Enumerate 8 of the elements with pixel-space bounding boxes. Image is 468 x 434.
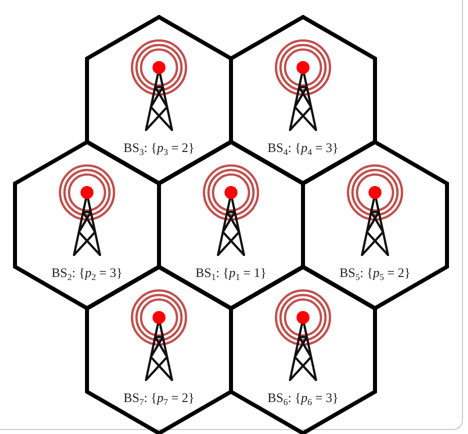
station-label: BS$_{5}$: {p$_{5}$ = 2} (339, 264, 411, 281)
station-label: BS$_{2}$: {p$_{2}$ = 3} (51, 264, 123, 281)
station-label: BS$_{6}$: {p$_{6}$ = 3} (267, 390, 339, 406)
station-label: BS$_{7}$: {p$_{7}$ = 2} (123, 390, 195, 406)
hexagon-cell (301, 140, 449, 310)
station-label: BS$_{4}$: {p$_{4}$ = 3} (267, 140, 339, 156)
station-label: BS$_{3}$: {p$_{3}$ = 2} (123, 140, 195, 156)
station-label: BS$_{1}$: {p$_{1}$ = 1} (195, 264, 267, 281)
